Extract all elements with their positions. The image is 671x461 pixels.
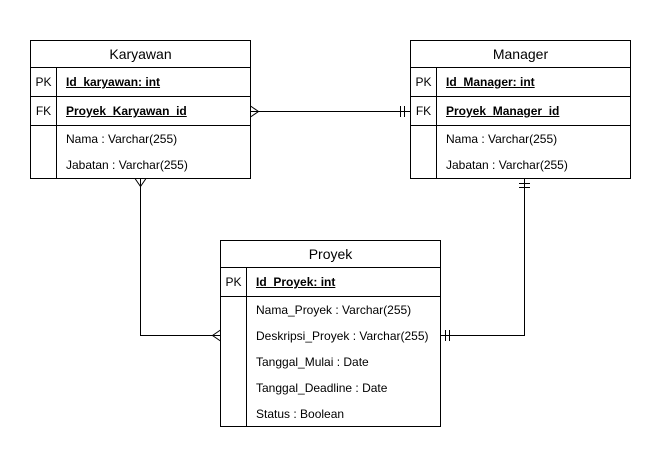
key-field: Proyek_Karyawan_id <box>66 104 187 118</box>
key-field: Id_Manager: int <box>446 75 535 89</box>
key-row-fk: FK Proyek_Manager_id <box>411 97 630 126</box>
proyek-one-end-right <box>445 330 450 341</box>
key-label: FK <box>411 97 437 125</box>
entity-title: Karyawan <box>31 41 250 68</box>
proyek-many-end-left <box>211 329 221 342</box>
karyawan-many-end-bottom <box>134 178 147 188</box>
attribute-list: Nama : Varchar(255) Jabatan : Varchar(25… <box>31 126 250 178</box>
attribute: Nama : Varchar(255) <box>66 132 178 146</box>
entity-title: Manager <box>411 41 630 68</box>
key-row-pk: PK Id_karyawan: int <box>31 68 250 97</box>
attribute: Jabatan : Varchar(255) <box>66 158 188 172</box>
key-row-fk: FK Proyek_Karyawan_id <box>31 97 250 126</box>
entity-karyawan[interactable]: Karyawan PK Id_karyawan: int FK Proyek_K… <box>30 40 251 179</box>
attribute: Deskripsi_Proyek : Varchar(255) <box>256 329 429 343</box>
karyawan-proyek-link <box>140 178 221 336</box>
key-field: Id_Proyek: int <box>256 275 336 289</box>
attribute: Nama : Varchar(255) <box>446 132 558 146</box>
manager-one-end-bottom <box>519 183 530 188</box>
key-label: PK <box>411 68 437 96</box>
attribute: Tanggal_Deadline : Date <box>256 381 388 395</box>
attribute-list: Nama : Varchar(255) Jabatan : Varchar(25… <box>411 126 630 178</box>
key-label: PK <box>221 268 247 296</box>
attribute: Tanggal_Mulai : Date <box>256 355 369 369</box>
attribute: Status : Boolean <box>256 407 345 421</box>
key-label: FK <box>31 97 57 125</box>
manager-proyek-link <box>440 178 525 336</box>
key-field: Proyek_Manager_id <box>446 104 560 118</box>
key-label: PK <box>31 68 57 96</box>
entity-title: Proyek <box>221 241 440 268</box>
karyawan-many-end <box>250 105 260 118</box>
attribute: Jabatan : Varchar(255) <box>446 158 568 172</box>
manager-one-end <box>400 106 405 117</box>
key-row-pk: PK Id_Proyek: int <box>221 268 440 297</box>
key-field: Id_karyawan: int <box>66 75 161 89</box>
attribute: Nama_Proyek : Varchar(255) <box>256 303 412 317</box>
key-row-pk: PK Id_Manager: int <box>411 68 630 97</box>
entity-manager[interactable]: Manager PK Id_Manager: int FK Proyek_Man… <box>410 40 631 179</box>
attribute-list: Nama_Proyek : Varchar(255) Deskripsi_Pro… <box>221 297 440 427</box>
entity-proyek[interactable]: Proyek PK Id_Proyek: int Nama_Proyek : V… <box>220 240 441 427</box>
